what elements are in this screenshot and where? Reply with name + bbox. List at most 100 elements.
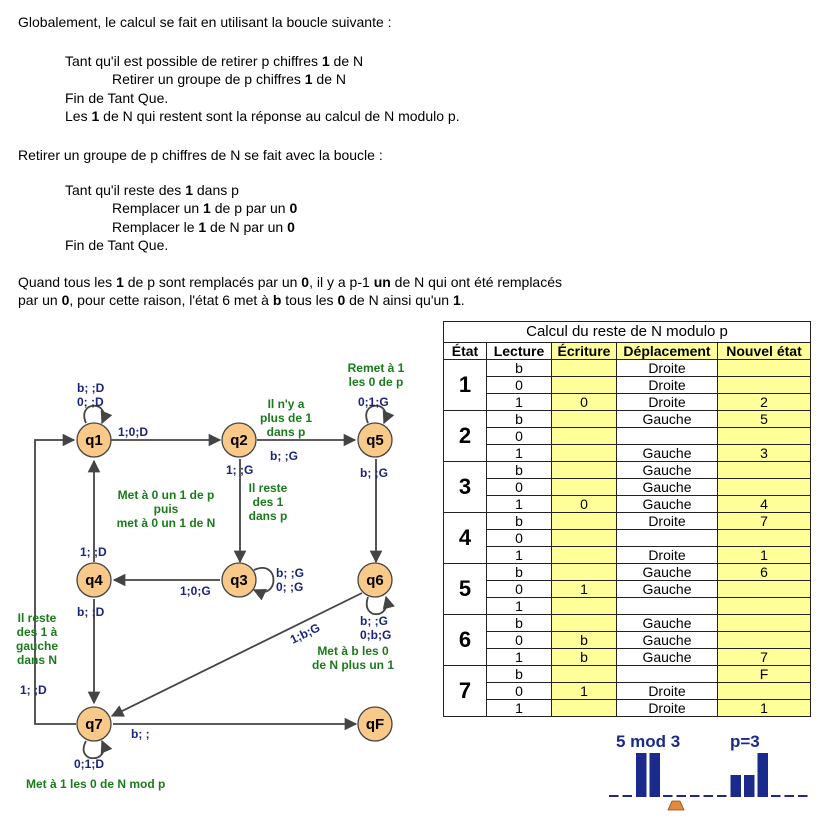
table-cell — [717, 682, 811, 700]
table-cell — [717, 580, 811, 598]
table-state-cell: 1 — [443, 359, 487, 411]
tape-blank-cell — [622, 795, 632, 797]
table-header-0: État — [443, 342, 487, 360]
label-q6-loop-1: b; ;G — [360, 614, 388, 628]
table-cell: Droite — [616, 682, 718, 700]
table-cell: 5 — [717, 410, 811, 428]
table-cell — [551, 444, 617, 462]
table-cell: Gauche — [616, 563, 718, 581]
table-cell — [717, 427, 811, 445]
table-cell — [717, 376, 811, 394]
label-q7-qF: b; ; — [131, 727, 150, 741]
table-cell — [717, 478, 811, 496]
table-cell: 1 — [486, 648, 552, 666]
table-cell: b — [486, 410, 552, 428]
table-cell — [717, 597, 811, 615]
note-reste-gauche-4: dans N — [17, 653, 57, 667]
state-machine-diagram: q1 q2 q3 q4 q5 q6 q7 qF b; ;D 0; ;D 1;0;… — [16, 361, 405, 791]
table-cell: b — [486, 512, 552, 530]
note-reste-1: Il reste — [249, 481, 288, 495]
table-cell: 0 — [486, 529, 552, 547]
table-cell: F — [717, 665, 811, 683]
table-cell: 0 — [486, 580, 552, 598]
tape-one-cell — [744, 775, 755, 797]
table-cell: 6 — [717, 563, 811, 581]
label-q7-q1: 1; ;D — [20, 683, 47, 697]
table-cell: b — [486, 563, 552, 581]
table-cell: b — [486, 614, 552, 632]
loop-q3 — [252, 567, 275, 601]
tape-one-cell — [649, 753, 660, 797]
tape-blank-cell — [784, 795, 794, 797]
note-reste-gauche-1: Il reste — [18, 611, 57, 625]
loop-q7 — [82, 739, 113, 760]
para3-line-1: Quand tous les 1 de p sont remplacés par… — [18, 274, 563, 290]
note-met0-2: puis — [154, 502, 179, 516]
table-cell: Gauche — [616, 461, 718, 479]
table-cell: 1 — [717, 699, 811, 717]
table-cell: Droite — [616, 359, 718, 377]
table-cell: 0 — [486, 376, 552, 394]
table-cell: 4 — [717, 495, 811, 513]
edge-q6-q7 — [110, 592, 363, 717]
table-cell — [551, 563, 617, 581]
note-met0-1: Met à 0 un 1 de p — [118, 488, 215, 502]
note-reste-3: dans p — [249, 509, 288, 523]
table-cell: Gauche — [616, 631, 718, 649]
svg-text:q7: q7 — [85, 716, 103, 733]
svg-text:qF: qF — [366, 716, 384, 733]
table-cell: 1 — [486, 597, 552, 615]
svg-text:q6: q6 — [366, 572, 384, 589]
loop1-line-4: Les 1 de N qui restent sont la réponse a… — [65, 108, 460, 124]
table-cell: 7 — [717, 512, 811, 530]
table-state-cell: 6 — [443, 614, 487, 666]
table-title: Calcul du reste de N modulo p — [443, 321, 811, 343]
note-reste-gauche-2: des 1 à — [17, 625, 58, 639]
table-cell — [551, 546, 617, 564]
table-state-cell: 2 — [443, 410, 487, 462]
note-nya-3: dans p — [267, 425, 306, 439]
tape-illustration: 5 mod 3 p=3 — [609, 732, 808, 811]
table-cell: 0 — [486, 478, 552, 496]
table-state-cell: 5 — [443, 563, 487, 615]
tape-one-cell — [636, 753, 647, 797]
table-cell: Droite — [616, 512, 718, 530]
loop1-line-1: Tant qu'il est possible de retirer p chi… — [65, 53, 364, 69]
table-cell — [616, 597, 718, 615]
table-cell — [717, 614, 811, 632]
table-state-cell: 3 — [443, 461, 487, 513]
table-cell: Droite — [616, 376, 718, 394]
state-q3: q3 — [221, 562, 257, 598]
state-qF: qF — [357, 706, 393, 742]
svg-text:q5: q5 — [366, 432, 384, 449]
label-q5-loop: 0;1;G — [358, 395, 389, 409]
note-reste-2: des 1 — [253, 495, 284, 509]
label-q6-q7: 1;b;G — [288, 620, 322, 646]
label-q3-loop-1: b; ;G — [276, 566, 304, 580]
table-cell: 1 — [486, 393, 552, 411]
table-cell: 0 — [486, 631, 552, 649]
state-q5: q5 — [357, 422, 393, 458]
table-cell — [551, 427, 617, 445]
table-cell: 1 — [551, 580, 617, 598]
tape-blank-cell — [717, 795, 727, 797]
svg-text:q2: q2 — [230, 432, 248, 449]
svg-text:q4: q4 — [85, 572, 103, 589]
table-cell — [551, 461, 617, 479]
table-row: 1 — [444, 597, 811, 615]
table-cell: Gauche — [616, 444, 718, 462]
tape-blank-cell — [663, 795, 673, 797]
table-cell: 0 — [551, 393, 617, 411]
table-row: 0 — [444, 427, 811, 445]
svg-text:q3: q3 — [230, 572, 248, 589]
